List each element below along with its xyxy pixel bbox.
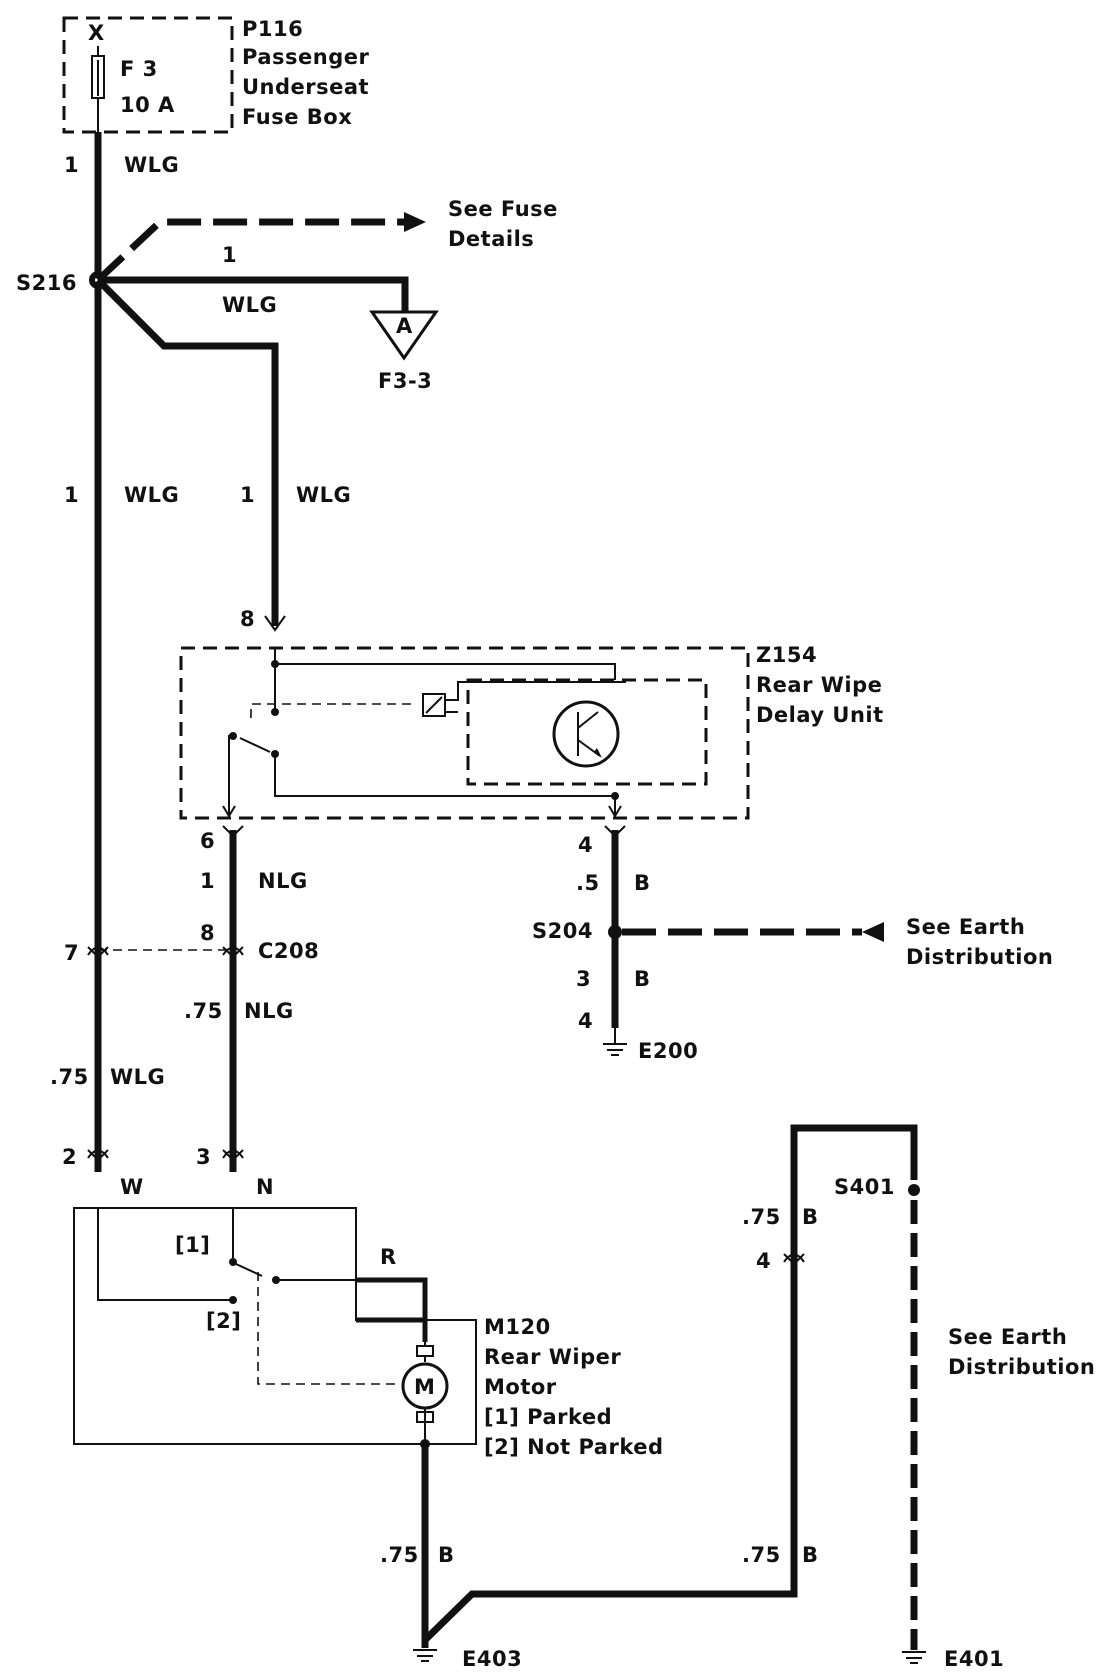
m120-pin-3: 3 bbox=[196, 1145, 211, 1169]
wire-color-nlg75: NLG bbox=[244, 999, 294, 1023]
motor-state-2: [2] Not Parked bbox=[484, 1435, 664, 1459]
see-fuse-details-1: See Fuse bbox=[448, 197, 558, 221]
wire-color-b75-motor: B bbox=[438, 1543, 455, 1567]
ground-e401-icon bbox=[902, 1651, 926, 1664]
connector-f3-3-label: F3-3 bbox=[378, 369, 432, 393]
ground-e200-icon bbox=[603, 1028, 627, 1056]
motor-marker-2: [2] bbox=[206, 1309, 241, 1333]
c208-label: C208 bbox=[258, 939, 319, 963]
see-earth-1-line-1: See Earth bbox=[906, 915, 1025, 939]
m120-pin-2: 2 bbox=[62, 1145, 77, 1169]
s401-connector bbox=[783, 1253, 805, 1266]
see-fuse-details-arrow bbox=[95, 212, 426, 283]
e401-label: E401 bbox=[944, 1647, 1004, 1671]
wire-nlg bbox=[222, 825, 244, 1172]
motor-marker-1: [1] bbox=[175, 1233, 210, 1257]
s401-pin-4: 4 bbox=[756, 1249, 771, 1273]
wire-earth-s401 bbox=[908, 1184, 920, 1650]
motor-connector bbox=[87, 1149, 244, 1162]
wire-size-left: 1 bbox=[64, 483, 79, 507]
see-earth-2-line-2: Distribution bbox=[948, 1355, 1095, 1379]
wire-size-fuse-out: 1 bbox=[64, 153, 79, 177]
delay-unit-name-1: Rear Wipe bbox=[756, 673, 882, 697]
fuse-box-name-2: Underseat bbox=[242, 75, 369, 99]
splice-s204-label: S204 bbox=[532, 919, 593, 943]
wire-wlg-to-z154 bbox=[95, 277, 279, 626]
see-fuse-details-2: Details bbox=[448, 227, 534, 251]
splice-s401-label: S401 bbox=[834, 1175, 895, 1199]
z154-pin-8: 8 bbox=[240, 607, 255, 631]
wire-size-wlg75: .75 bbox=[50, 1065, 89, 1089]
splice-s216-label: S216 bbox=[16, 271, 77, 295]
wire-size-b3: 3 bbox=[576, 967, 591, 991]
fuse-rating: 10 A bbox=[120, 93, 175, 117]
delay-unit-z154 bbox=[179, 646, 750, 820]
wire-earth-motor bbox=[421, 1124, 918, 1648]
see-earth-2-line-1: See Earth bbox=[948, 1325, 1067, 1349]
fuse-number: F 3 bbox=[120, 57, 158, 81]
ground-e403-icon bbox=[413, 1649, 437, 1662]
c208-pin-8: 8 bbox=[200, 921, 215, 945]
delay-unit-id: Z154 bbox=[756, 643, 817, 667]
wire-color-b05: B bbox=[634, 871, 651, 895]
z154-pin-4: 4 bbox=[578, 833, 593, 857]
wire-size-b05: .5 bbox=[576, 871, 600, 895]
e200-pin-4: 4 bbox=[578, 1009, 593, 1033]
wire-color-b75-s401: B bbox=[802, 1205, 819, 1229]
connector-c208 bbox=[87, 946, 244, 959]
fuse-terminal-x: X bbox=[88, 21, 105, 45]
see-earth-arrow-1 bbox=[622, 922, 884, 942]
see-earth-1-line-2: Distribution bbox=[906, 945, 1053, 969]
motor-name-2: Motor bbox=[484, 1375, 557, 1399]
motor-symbol-letter: M bbox=[414, 1375, 435, 1399]
motor-term-r: R bbox=[380, 1245, 397, 1269]
connector-a-icon: A bbox=[369, 310, 439, 361]
delay-unit-name-2: Delay Unit bbox=[756, 703, 884, 727]
wire-color-branch: WLG bbox=[222, 293, 277, 317]
wire-size-mid: 1 bbox=[240, 483, 255, 507]
c208-pin-7: 7 bbox=[64, 941, 79, 965]
wire-color-left: WLG bbox=[124, 483, 179, 507]
e200-label: E200 bbox=[638, 1039, 698, 1063]
motor-state-1: [1] Parked bbox=[484, 1405, 612, 1429]
e403-label: E403 bbox=[462, 1647, 522, 1671]
wire-size-branch: 1 bbox=[222, 243, 237, 267]
fuse-box-id: P116 bbox=[242, 17, 303, 41]
z154-pin-6: 6 bbox=[200, 829, 215, 853]
wire-color-mid: WLG bbox=[296, 483, 351, 507]
wire-branch-f3-3 bbox=[98, 276, 409, 312]
connector-a-letter: A bbox=[396, 314, 413, 338]
wire-color-wlg75: WLG bbox=[110, 1065, 165, 1089]
wire-color-b75-right: B bbox=[802, 1543, 819, 1567]
motor-term-w: W bbox=[120, 1175, 144, 1199]
wire-earth-z154 bbox=[604, 825, 626, 1028]
fuse-box-name-3: Fuse Box bbox=[242, 105, 352, 129]
wire-size-b75-right: .75 bbox=[742, 1543, 781, 1567]
wire-size-nlg75: .75 bbox=[184, 999, 223, 1023]
wire-size-b75-motor: .75 bbox=[380, 1543, 419, 1567]
transistor-icon bbox=[552, 700, 620, 768]
motor-id: M120 bbox=[484, 1315, 551, 1339]
wire-color-b3: B bbox=[634, 967, 651, 991]
z154-pin-8-terminal bbox=[264, 615, 286, 632]
fuse-box-p116: X F 3 10 A P116 Passenger Underseat Fuse… bbox=[62, 16, 369, 134]
motor-term-n: N bbox=[256, 1175, 274, 1199]
wire-size-nlg: 1 bbox=[200, 869, 215, 893]
motor-m120 bbox=[73, 1207, 477, 1449]
fuse-box-name-1: Passenger bbox=[242, 45, 369, 69]
wire-color-fuse-out: WLG bbox=[124, 153, 179, 177]
wire-size-b75-s401: .75 bbox=[742, 1205, 781, 1229]
motor-name-1: Rear Wiper bbox=[484, 1345, 621, 1369]
wire-color-nlg: NLG bbox=[258, 869, 308, 893]
